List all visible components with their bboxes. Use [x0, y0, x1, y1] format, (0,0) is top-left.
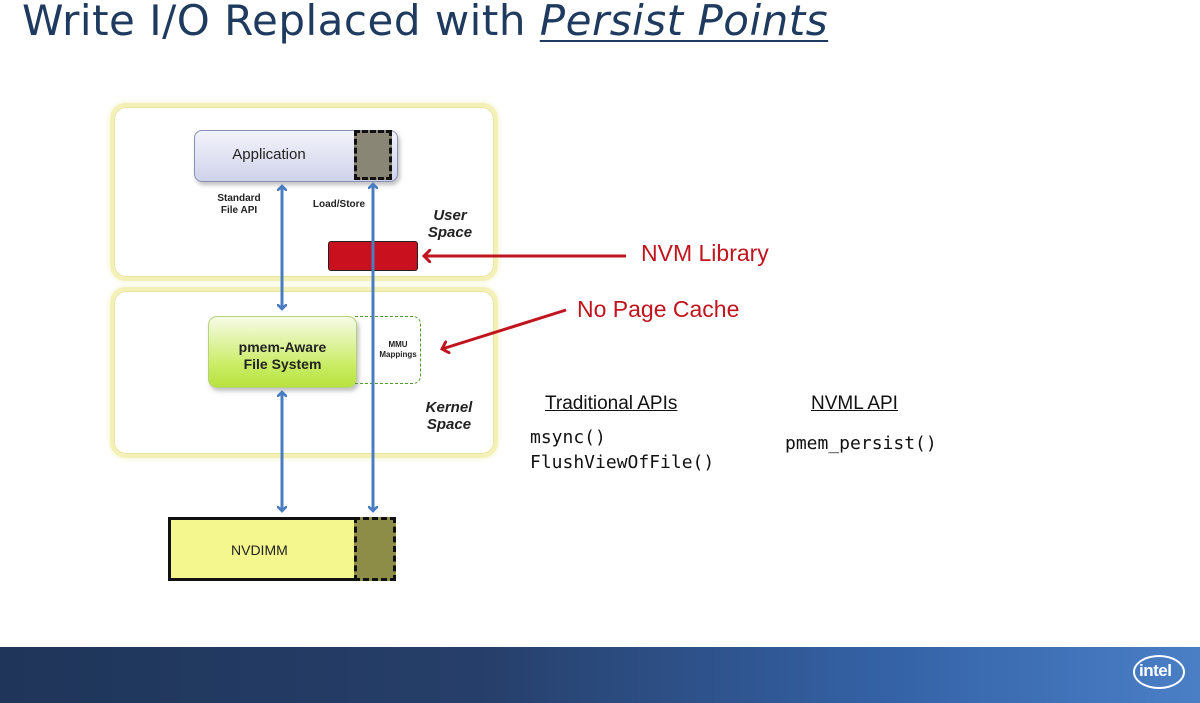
nvml-api-list: pmem_persist(): [785, 431, 937, 456]
mmu-mappings-box: [355, 316, 421, 384]
application-label: Application: [232, 146, 306, 163]
title-emphasis: Persist Points: [539, 0, 829, 45]
no-page-cache-callout: No Page Cache: [577, 296, 740, 322]
nvdimm-mapped-region: [354, 517, 396, 581]
title-prefix: Write I/O Replaced with: [22, 0, 540, 45]
api-call-msync: msync(): [530, 427, 606, 448]
footer-bar: [0, 647, 1200, 703]
pmem-aware-file-system-box: pmem-Aware File System: [208, 316, 357, 388]
intel-logo: intel: [1133, 655, 1189, 693]
intel-logo-oval: [1133, 655, 1185, 689]
slide-title: Write I/O Replaced with Persist Points: [22, 0, 828, 45]
kernel-space-label: Kernel Space: [425, 399, 473, 433]
application-mapped-region: [354, 130, 392, 180]
nvm-library-callout: NVM Library: [641, 240, 769, 266]
mmu-mappings-label: MMU Mappings: [379, 340, 417, 359]
api-call-flushviewoffile: FlushViewOfFile(): [530, 452, 715, 473]
traditional-apis-heading: Traditional APIs: [545, 393, 678, 414]
no-page-cache-pointer: [442, 308, 567, 349]
standard-file-api-label: Standard File API: [217, 193, 261, 216]
user-space-label: User Space: [427, 207, 473, 241]
traditional-api-list: msync() FlushViewOfFile(): [530, 425, 714, 475]
user-space-zone: [110, 103, 498, 281]
load-store-label: Load/Store: [312, 199, 366, 210]
nvml-api-heading: NVML API: [811, 393, 898, 414]
nvdimm-label: NVDIMM: [231, 542, 288, 558]
intel-logo-text: intel: [1139, 661, 1172, 680]
pmem-aware-file-system-label: pmem-Aware File System: [238, 339, 327, 372]
api-call-pmem-persist: pmem_persist(): [785, 433, 937, 454]
